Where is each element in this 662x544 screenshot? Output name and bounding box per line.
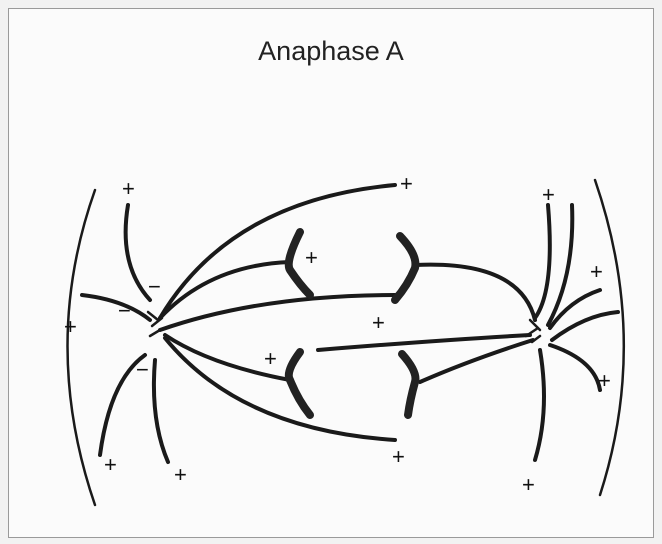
- minus-sign: −: [136, 357, 149, 382]
- plus-sign: +: [372, 310, 385, 335]
- plus-sign: +: [400, 171, 413, 196]
- plus-sign: +: [122, 176, 135, 201]
- plus-sign: +: [104, 452, 117, 477]
- plus-sign: +: [598, 368, 611, 393]
- plus-sign: +: [392, 444, 405, 469]
- plus-sign: +: [542, 182, 555, 207]
- minus-sign: −: [118, 298, 131, 323]
- chromatid-upper-right: [395, 236, 415, 300]
- spindle-microtubules: [160, 185, 535, 440]
- cell-boundary-left: [68, 190, 96, 505]
- plus-sign: +: [64, 314, 77, 339]
- plus-sign: +: [174, 462, 187, 487]
- plus-sign: +: [264, 346, 277, 371]
- cell-boundary-right: [595, 180, 624, 495]
- plus-sign: +: [305, 245, 318, 270]
- plus-sign: +: [522, 472, 535, 497]
- minus-sign: −: [148, 274, 161, 299]
- right-astral-fibers: [535, 205, 618, 460]
- chromatid-lower-left: [289, 352, 310, 415]
- chromatid-lower-right: [402, 354, 415, 415]
- plus-sign: +: [590, 259, 603, 284]
